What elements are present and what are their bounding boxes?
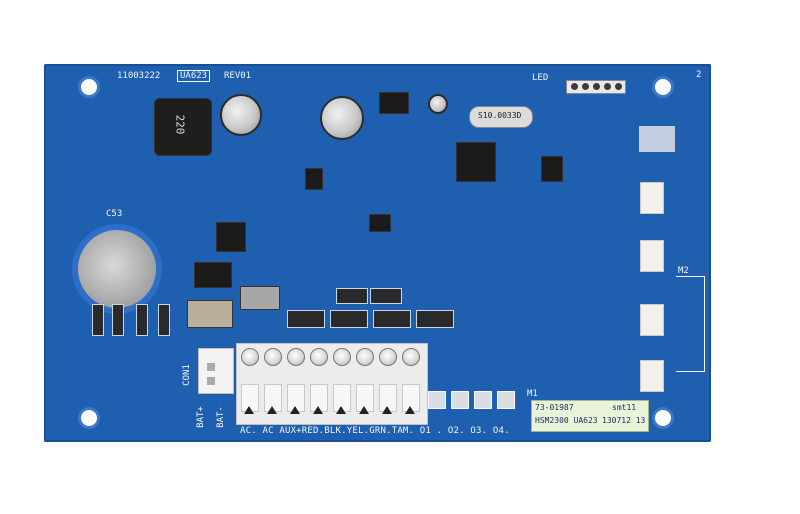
regulator-chip [379,92,409,114]
battery-minus-label: BAT- [215,406,226,428]
large-electrolytic-capacitor [72,224,162,314]
part-number-label: 11003222 [117,71,161,81]
wiring-terminal-block[interactable] [236,343,428,425]
revision-label: REV01 [224,71,252,81]
relay-output-4 [640,360,664,392]
ic-chip [305,168,323,190]
terminal-marker [244,406,254,414]
relay-group-label: M2 [678,266,689,276]
led-pin [571,83,578,90]
microcontroller-chip [456,142,496,182]
smd-diode [330,310,368,328]
mounting-hole-bottom-right [655,410,671,426]
mounting-hole-top-left [81,79,97,95]
electrolytic-capacitor [220,94,262,136]
led-label: LED [532,73,549,83]
smd-resistor [136,304,148,336]
bridge-rectifier [194,262,232,288]
relay-bracket [676,276,705,372]
transistor [216,222,246,252]
terminal-screw[interactable] [356,348,374,366]
mounting-hole-bottom-left [81,410,97,426]
inductor-value: 220 [173,114,187,135]
output-pad-o2[interactable] [451,391,469,409]
output-pad-o1[interactable] [428,391,446,409]
sticker-line-2: HSM2300 UA623 [535,416,598,425]
terminal-marker [405,406,415,414]
battery-plus-label: BAT+ [195,406,206,428]
terminal-marker [382,406,392,414]
product-sticker: 73-01987 smt11 HSM2300 UA623 130712 13 [531,400,649,432]
battery-connector[interactable] [198,348,234,394]
relay-output-1 [640,182,664,214]
capacitor-label: C53 [106,209,123,219]
smd-diode [416,310,454,328]
smd-diode [287,310,325,328]
terminal-screw[interactable] [264,348,282,366]
terminal-marker [290,406,300,414]
connector-pin [207,377,215,385]
resistor-array [639,126,675,152]
terminal-labels: AC. AC AUX+RED.BLK.YEL.GRN.TAM. O1 . O2.… [240,426,510,436]
output-pad-o3[interactable] [474,391,492,409]
smd-resistor [158,304,170,336]
smd-resistor [112,304,124,336]
crystal-marking: S10.0033D [478,111,522,120]
electrolytic-capacitor [320,96,364,140]
led-header [566,80,626,94]
terminal-screw[interactable] [287,348,305,366]
terminal-marker [336,406,346,414]
terminal-screw[interactable] [379,348,397,366]
terminal-marker [359,406,369,414]
fuse [187,300,233,328]
sticker-extra: smt11 [612,403,637,412]
ic-chip [541,156,563,182]
relay-output-2 [640,240,664,272]
smd-diode [373,310,411,328]
terminal-screw[interactable] [310,348,328,366]
led-pin [582,83,589,90]
output-pad-o4[interactable] [497,391,515,409]
sticker-line-1: 73-01987 [535,403,574,412]
sticker-date: 130712 13 [602,416,646,425]
corner-number-label: 2 [696,70,702,80]
smd-diode [370,288,402,304]
led-pin [615,83,622,90]
led-pin [593,83,600,90]
m1-label: M1 [527,389,538,399]
small-capacitor [428,94,448,114]
terminal-screw[interactable] [241,348,259,366]
terminal-marker [313,406,323,414]
connector-label: CON1 [181,364,192,386]
ic-chip [369,214,391,232]
led-pin [604,83,611,90]
fuse [240,286,280,310]
circuit-board: 11003222 UA623 REV01 LED 2 220 S10.0033D… [44,64,711,442]
smd-resistor [92,304,104,336]
terminal-screw[interactable] [333,348,351,366]
terminal-marker [267,406,277,414]
crystal-oscillator: S10.0033D [469,106,533,128]
smd-diode [336,288,368,304]
terminal-screw[interactable] [402,348,420,366]
connector-pin [207,363,215,371]
power-inductor: 220 [154,98,212,156]
relay-output-3 [640,304,664,336]
mounting-hole-top-right [655,79,671,95]
model-label: UA623 [177,70,211,82]
